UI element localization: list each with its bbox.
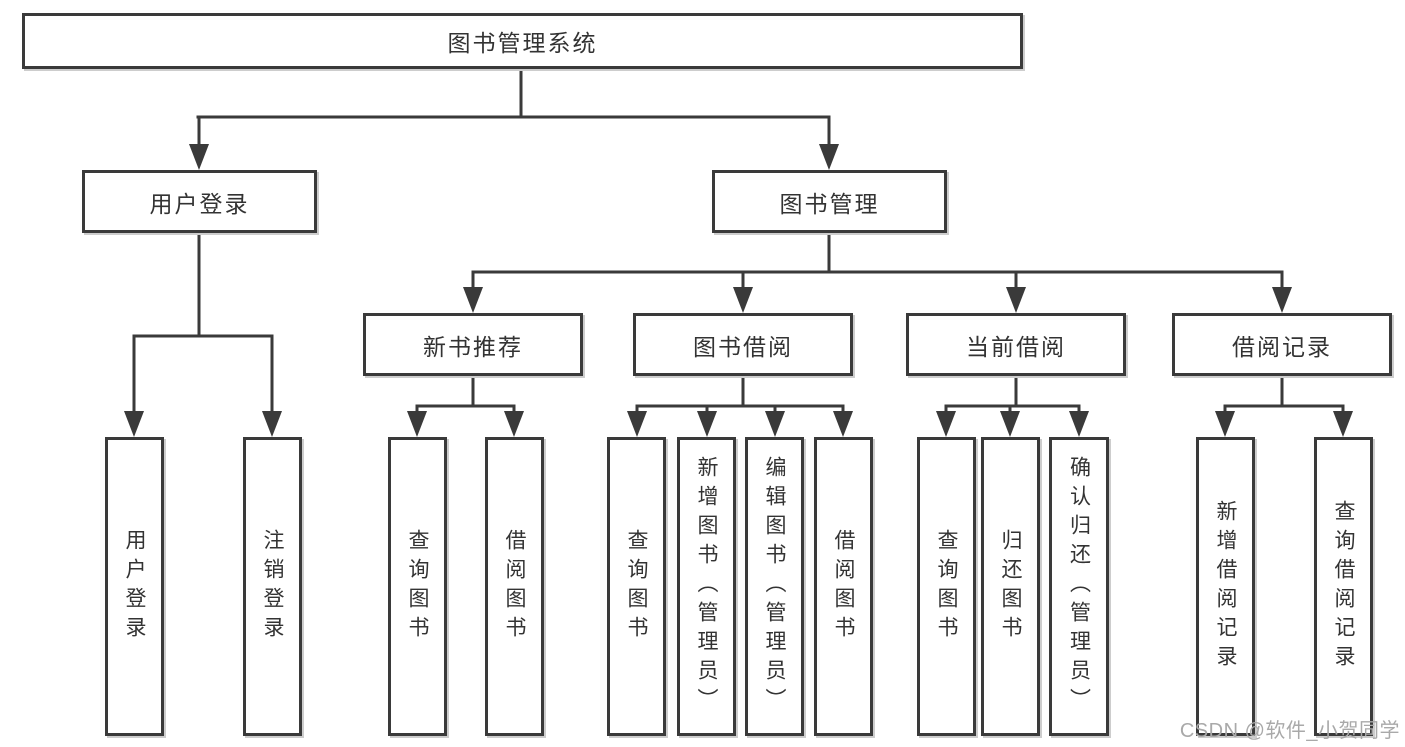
node-user-login: 用户登录	[82, 170, 317, 233]
node-leaf-query-record-label: 查询借阅记录	[1332, 499, 1355, 674]
node-new-book-recommend: 新书推荐	[363, 313, 583, 376]
connector-new-book-to-leaves	[407, 376, 524, 437]
node-leaf-borrow-book-2: 借阅图书	[814, 437, 873, 736]
node-leaf-borrow-book-1-label: 借阅图书	[503, 528, 526, 645]
node-leaf-query-book-1: 查询图书	[388, 437, 447, 736]
connector-book-mgmt-to-level3	[463, 233, 1292, 313]
node-book-mgmt-label: 图书管理	[779, 190, 880, 217]
node-leaf-query-book-3-label: 查询图书	[935, 528, 958, 645]
connector-arrow	[1215, 411, 1235, 437]
node-leaf-query-book-2: 查询图书	[607, 437, 666, 736]
connector-arrow	[733, 287, 753, 313]
connector-arrow	[1333, 411, 1353, 437]
node-current-borrow-label: 当前借阅	[966, 333, 1066, 360]
node-leaf-edit-book-label: 编辑图书（管理员）	[763, 456, 786, 717]
connector-arrow	[697, 411, 717, 437]
connector-root-to-level2	[189, 69, 839, 170]
connector-arrow	[819, 144, 839, 170]
node-book-borrow: 图书借阅	[633, 313, 853, 376]
connector-arrow	[627, 411, 647, 437]
node-leaf-query-record: 查询借阅记录	[1314, 437, 1373, 736]
node-current-borrow: 当前借阅	[906, 313, 1126, 376]
node-borrow-record-label: 借阅记录	[1232, 333, 1332, 360]
connector-arrow	[504, 411, 524, 437]
connector-arrow	[407, 411, 427, 437]
node-leaf-borrow-book-2-label: 借阅图书	[832, 528, 855, 645]
connector-arrow	[1272, 287, 1292, 313]
node-leaf-return-book: 归还图书	[981, 437, 1040, 736]
node-leaf-query-book-1-label: 查询图书	[406, 528, 429, 645]
node-root-label: 图书管理系统	[447, 30, 598, 56]
node-leaf-add-book-label: 新增图书（管理员）	[695, 456, 718, 717]
connector-borrow-record-to-leaves	[1215, 376, 1353, 437]
node-leaf-confirm-return: 确认归还（管理员）	[1049, 437, 1109, 736]
node-book-borrow-label: 图书借阅	[693, 333, 793, 360]
connector-arrow	[833, 411, 853, 437]
node-leaf-add-record-label: 新增借阅记录	[1214, 499, 1237, 674]
node-leaf-logout-label: 注销登录	[261, 528, 284, 645]
connector-arrow	[1006, 287, 1026, 313]
node-leaf-user-login-label: 用户登录	[123, 528, 146, 645]
connector-arrow	[1000, 411, 1020, 437]
connector-arrow	[262, 411, 282, 437]
node-leaf-query-book-3: 查询图书	[917, 437, 976, 736]
node-leaf-user-login: 用户登录	[105, 437, 164, 736]
node-leaf-logout: 注销登录	[243, 437, 302, 736]
node-root: 图书管理系统	[22, 13, 1023, 69]
connector-arrow	[1069, 411, 1089, 437]
connector-current-borrow-to-leaves	[936, 376, 1089, 437]
node-leaf-query-book-2-label: 查询图书	[625, 528, 648, 645]
csdn-watermark: CSDN @软件_小贺同学	[1179, 720, 1400, 742]
node-leaf-add-book: 新增图书（管理员）	[677, 437, 736, 736]
node-leaf-edit-book: 编辑图书（管理员）	[745, 437, 804, 736]
connector-arrow	[463, 287, 483, 313]
node-leaf-return-book-label: 归还图书	[999, 528, 1022, 645]
connector-user-login-to-leaves	[124, 233, 282, 437]
connector-arrow	[189, 144, 209, 170]
node-leaf-add-record: 新增借阅记录	[1196, 437, 1255, 736]
connector-arrow	[765, 411, 785, 437]
connector-arrow	[936, 411, 956, 437]
node-borrow-record: 借阅记录	[1172, 313, 1392, 376]
node-user-login-label: 用户登录	[149, 190, 250, 217]
node-leaf-borrow-book-1: 借阅图书	[485, 437, 544, 736]
node-book-mgmt: 图书管理	[712, 170, 947, 233]
node-new-book-recommend-label: 新书推荐	[423, 333, 523, 360]
connector-arrow	[124, 411, 144, 437]
connector-book-borrow-to-leaves	[627, 376, 853, 437]
node-leaf-confirm-return-label: 确认归还（管理员）	[1067, 456, 1091, 717]
